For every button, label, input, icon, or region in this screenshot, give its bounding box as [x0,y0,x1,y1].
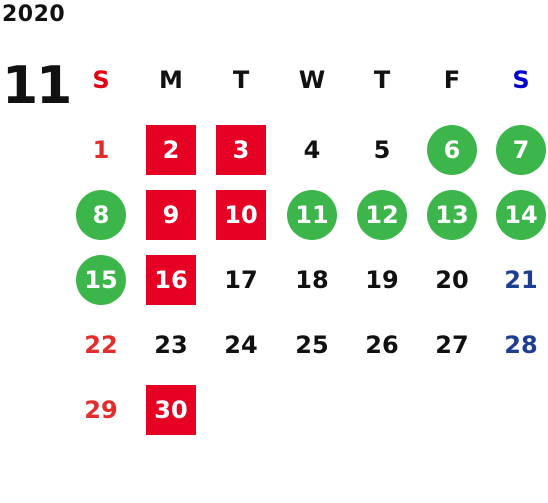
calendar-day-15[interactable]: 15 [76,255,126,305]
calendar-day-13[interactable]: 13 [427,190,477,240]
weekday-header-sat: S [512,66,530,94]
calendar-day-6[interactable]: 6 [427,125,477,175]
weekday-header-tue: T [232,66,250,94]
calendar-day-7[interactable]: 7 [496,125,546,175]
calendar-day-29[interactable]: 29 [84,396,118,424]
calendar-day-14[interactable]: 14 [496,190,546,240]
calendar-day-3[interactable]: 3 [216,125,266,175]
weekday-header-sun: S [92,66,110,94]
calendar-day-20[interactable]: 20 [435,266,469,294]
calendar-day-9[interactable]: 9 [146,190,196,240]
year-label: 2020 [2,2,66,27]
weekday-header-fri: F [443,66,461,94]
calendar-day-4[interactable]: 4 [303,136,321,164]
calendar-day-19[interactable]: 19 [365,266,399,294]
calendar-day-10[interactable]: 10 [216,190,266,240]
calendar-day-17[interactable]: 17 [224,266,258,294]
calendar-day-1[interactable]: 1 [92,136,110,164]
calendar-day-23[interactable]: 23 [154,331,188,359]
calendar-day-11[interactable]: 11 [287,190,337,240]
calendar-day-5[interactable]: 5 [373,136,391,164]
calendar-day-25[interactable]: 25 [295,331,329,359]
calendar-day-24[interactable]: 24 [224,331,258,359]
calendar-day-30[interactable]: 30 [146,385,196,435]
calendar-day-8[interactable]: 8 [76,190,126,240]
weekday-header-mon: M [159,66,183,94]
calendar-day-2[interactable]: 2 [146,125,196,175]
weekday-header-wed: W [298,66,326,94]
weekday-header-thu: T [373,66,391,94]
calendar-day-26[interactable]: 26 [365,331,399,359]
calendar-day-12[interactable]: 12 [357,190,407,240]
calendar-day-28[interactable]: 28 [504,331,538,359]
calendar-day-16[interactable]: 16 [146,255,196,305]
calendar-day-22[interactable]: 22 [84,331,118,359]
month-number: 11 [2,56,72,116]
calendar-day-27[interactable]: 27 [435,331,469,359]
calendar-day-21[interactable]: 21 [504,266,538,294]
calendar-day-18[interactable]: 18 [295,266,329,294]
